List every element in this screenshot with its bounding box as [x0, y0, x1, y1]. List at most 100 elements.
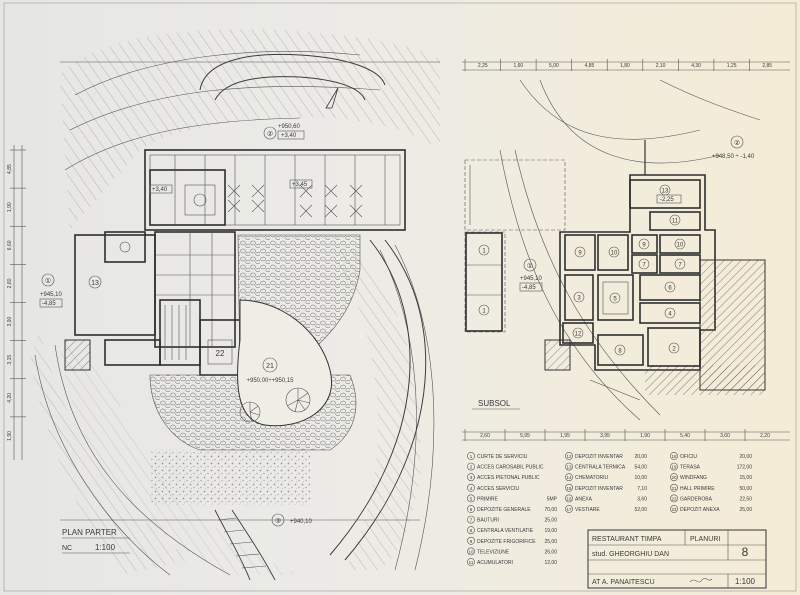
- svg-text:②: ②: [734, 139, 740, 147]
- student-name: stud. GHEORGHIU DAN: [592, 551, 669, 558]
- legend-name: ACCES CAROSABIL PUBLIC: [477, 465, 544, 471]
- legend-name: DEPOZIT INVENTAR: [575, 454, 623, 460]
- svg-text:-2,25: -2,25: [660, 197, 674, 203]
- legend-area: 3,60: [637, 496, 647, 502]
- room-bubble: [638, 258, 650, 270]
- legend-marker: [670, 494, 678, 503]
- room-bubble: [669, 214, 681, 226]
- legend-name: CENTRALA TERMICA: [575, 465, 626, 471]
- room-number: 1: [482, 249, 486, 255]
- legend-area: 5MP: [547, 496, 558, 502]
- dimension-label: 1,25: [727, 63, 737, 69]
- legend-marker: [670, 483, 678, 492]
- legend-name: DEPOZITE FRIGORIFICE: [477, 539, 536, 545]
- svg-text:②: ②: [267, 130, 273, 138]
- room-number: 2: [672, 347, 676, 353]
- title-block-scale: 1:100: [735, 577, 756, 586]
- svg-text:21: 21: [266, 363, 274, 370]
- legend-name: GARDEROBA: [680, 496, 713, 502]
- legend-name: ACCES PIETONAL PUBLIC: [477, 475, 540, 481]
- legend-number: 6: [470, 507, 473, 512]
- dimension-label: 3,15: [7, 355, 13, 365]
- legend-number: 10: [468, 549, 474, 554]
- legend-name: DEPOZIT ANEXA: [680, 507, 720, 513]
- room-number: 10: [611, 251, 618, 257]
- dimension-label: 3,95: [600, 433, 610, 439]
- legend-marker: [565, 462, 573, 471]
- dimension-label: 1,60: [513, 63, 523, 69]
- svg-text:+3,40: +3,40: [281, 133, 297, 139]
- dimension-label: 5,40: [680, 433, 690, 439]
- legend-name: HALL PRIMIRE: [680, 486, 715, 492]
- legend-name: ACUMULATORI: [477, 560, 513, 566]
- legend-number: 15: [566, 486, 572, 491]
- legend-number: 4: [470, 486, 473, 491]
- legend-area: 25,00: [544, 539, 557, 545]
- legend-name: ANEXA: [575, 496, 593, 502]
- legend-name: WINDFANG: [680, 475, 707, 481]
- room-bubble: [478, 304, 490, 316]
- dimension-label: 3,60: [720, 433, 730, 439]
- room-bubble: [614, 344, 626, 356]
- legend-marker: [670, 505, 678, 513]
- dimension-label: 1,90: [7, 431, 13, 441]
- legend-area: 25,00: [739, 507, 752, 513]
- room-bubble: [478, 244, 490, 256]
- legend-area: 70,00: [544, 507, 557, 513]
- dimension-label: 2,85: [762, 63, 772, 69]
- legend-area: 7,10: [637, 486, 647, 492]
- plan-subsol-title: SUBSOL: [478, 399, 511, 408]
- legend-name: CHEMATORIU: [575, 475, 609, 481]
- legend-marker: [467, 515, 475, 524]
- legend-name: BAUTURI: [477, 518, 499, 524]
- legend-area: 20,00: [634, 454, 647, 460]
- svg-text:+3,40: +3,40: [152, 187, 168, 193]
- project-name: RESTAURANT TIMPA: [592, 536, 662, 543]
- legend-number: 1: [470, 454, 473, 459]
- legend-area: 52,00: [634, 507, 647, 513]
- legend-number: 2: [470, 465, 473, 470]
- legend-name: CENTRALA VENTILATIE: [477, 528, 534, 534]
- legend-area: 19,00: [544, 528, 557, 534]
- room-number-6: [193, 193, 207, 207]
- svg-text:+3,45: +3,45: [292, 182, 308, 188]
- legend-name: DEPOZIT INVENTAR: [575, 486, 623, 492]
- room-number: 7: [678, 263, 682, 269]
- legend-area: 54,00: [634, 465, 647, 471]
- legend-number: 19: [671, 465, 677, 470]
- svg-text:+945,10: +945,10: [520, 276, 543, 282]
- room-bubble: [608, 246, 620, 258]
- title-block: RESTAURANT TIMPA PLANURI 8 stud. GHEORGH…: [587, 529, 767, 589]
- legend-number: 13: [566, 465, 572, 470]
- legend-number: 11: [469, 560, 474, 565]
- room-number: 11: [672, 219, 679, 225]
- dimension-label: 4,85: [7, 164, 13, 174]
- svg-text:13: 13: [91, 280, 99, 287]
- legend-marker: [670, 473, 678, 482]
- advisor-name: AT A. PANAITESCU: [592, 579, 655, 586]
- svg-text:-4,85: -4,85: [522, 285, 536, 291]
- legend-area: 26,00: [544, 549, 557, 555]
- legend-number: 14: [566, 475, 572, 480]
- legend-area: 22,50: [739, 496, 752, 502]
- legend-marker: [467, 473, 475, 482]
- legend-name: TELEVIZIUNE: [477, 549, 510, 555]
- dimension-label: 2,25: [478, 63, 488, 69]
- legend-area: 15,00: [739, 475, 752, 481]
- legend-number: 9: [470, 539, 473, 544]
- legend-name: PRIMIRE: [477, 496, 499, 502]
- legend-marker: [467, 547, 475, 556]
- legend-marker: [565, 494, 573, 503]
- legend-marker: [565, 452, 573, 460]
- room-number: 1: [482, 309, 486, 315]
- room-number: 3: [577, 296, 581, 302]
- dimension-label: 6,60: [7, 240, 13, 250]
- legend-marker: [467, 452, 475, 460]
- legend-number: 8: [470, 528, 473, 533]
- hall-21: [237, 299, 332, 427]
- legend-number: 20: [671, 475, 677, 480]
- svg-text:①: ①: [527, 262, 533, 270]
- svg-text:+948,50 ÷ -1,40: +948,50 ÷ -1,40: [712, 154, 755, 160]
- room-bubble: [664, 307, 676, 319]
- dimension-label: 1,90: [7, 202, 13, 212]
